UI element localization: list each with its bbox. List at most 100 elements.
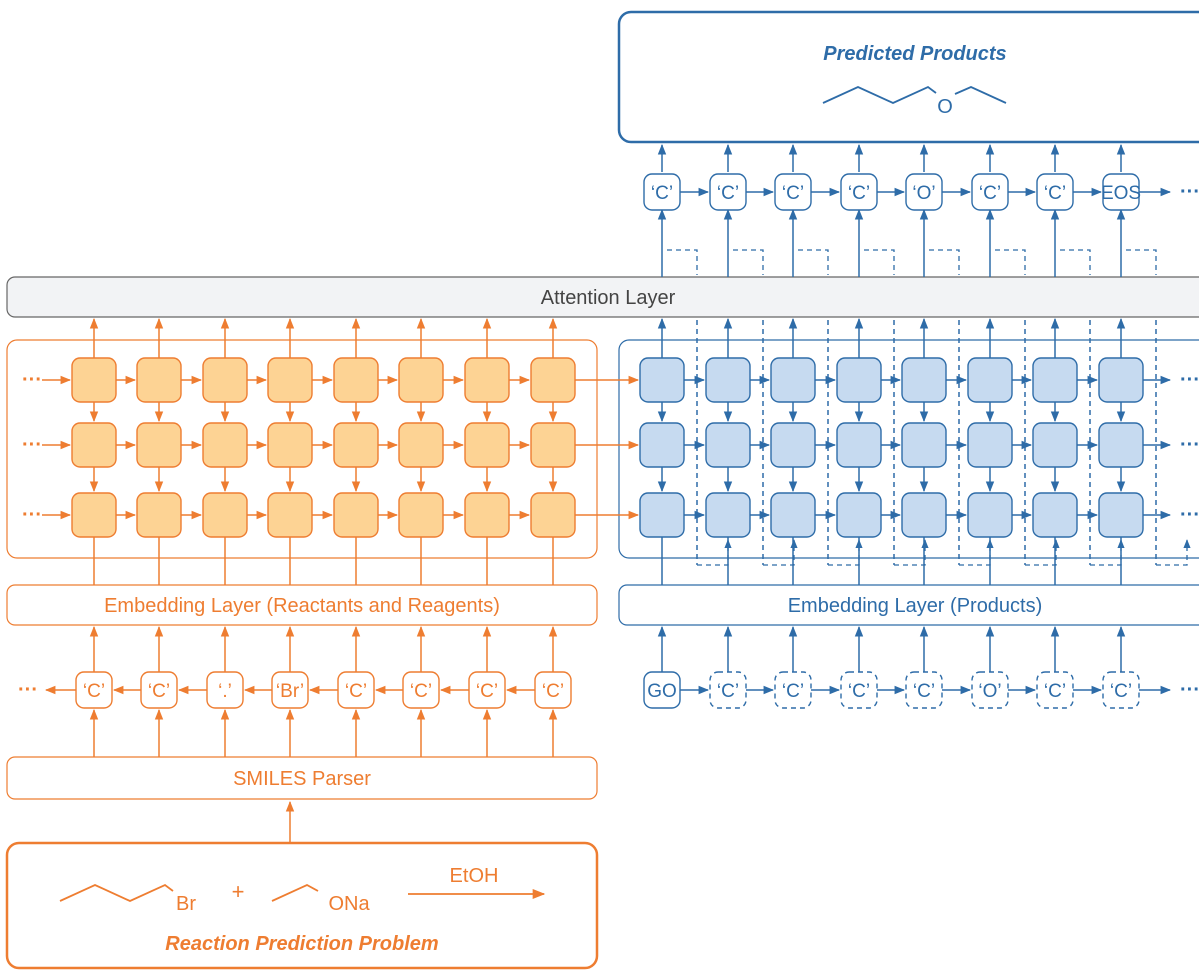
decoder-output-token: ‘O’ bbox=[905, 173, 943, 211]
decoder: Embedding Layer (Products) bbox=[618, 339, 1199, 626]
encoder-token: ‘C’ bbox=[75, 671, 113, 709]
encoder-token: ‘C’ bbox=[468, 671, 506, 709]
decoder-input-token: GO bbox=[643, 671, 681, 709]
decoder-input-token: ‘C’ bbox=[774, 671, 812, 709]
decoder-row-ellipsis: ··· bbox=[1180, 369, 1199, 391]
reaction-problem-title: Reaction Prediction Problem bbox=[165, 933, 438, 955]
smiles-parser: SMILES Parser bbox=[6, 756, 598, 800]
encoder-lstm-cell bbox=[202, 357, 248, 403]
encoder-lstm-cell bbox=[333, 492, 379, 538]
encoder-lstm-cell bbox=[71, 422, 117, 468]
decoder-lstm-cell bbox=[1098, 422, 1144, 468]
decoder-input-token: ‘O’ bbox=[971, 671, 1009, 709]
decoder-lstm-cell bbox=[967, 422, 1013, 468]
encoder-row-ellipsis: ··· bbox=[22, 434, 42, 456]
decoder-input-token-label: ‘C’ bbox=[1110, 681, 1132, 702]
decoder-lstm-cell bbox=[1098, 492, 1144, 538]
encoder-lstm-cell bbox=[71, 357, 117, 403]
decoder-output-token: ‘C’ bbox=[971, 173, 1009, 211]
attention-feed-dashed bbox=[995, 249, 1026, 275]
decoder-input-token: ‘C’ bbox=[709, 671, 747, 709]
decoder-output-token: ‘C’ bbox=[774, 173, 812, 211]
decoder-output-token-label: ‘C’ bbox=[1044, 183, 1066, 204]
decoder-lstm-cell bbox=[901, 422, 947, 468]
decoder-output-ellipsis: ··· bbox=[1180, 181, 1199, 203]
attention-feed-dashed bbox=[733, 249, 764, 275]
attention-feed-dashed bbox=[864, 249, 895, 275]
decoder-lstm-cell bbox=[836, 492, 882, 538]
decoder-output-token: ‘C’ bbox=[709, 173, 747, 211]
encoder-lstm-cell bbox=[530, 357, 576, 403]
encoder-embedding-label: Embedding Layer (Reactants and Reagents) bbox=[104, 595, 500, 617]
decoder-output-token-label: ‘C’ bbox=[848, 183, 870, 204]
decoder-output-token-label: ‘C’ bbox=[979, 183, 1001, 204]
encoder-token-ellipsis: ··· bbox=[18, 679, 38, 701]
decoder-output-token-label: EOS bbox=[1101, 183, 1141, 204]
decoder-output-token-label: ‘C’ bbox=[782, 183, 804, 204]
encoder-lstm-cell bbox=[530, 492, 576, 538]
encoder-lstm-frame bbox=[6, 339, 598, 559]
reactant2-chain bbox=[271, 883, 319, 902]
decoder-lstm-cell bbox=[639, 492, 685, 538]
reaction-problem-box: Br + ONa EtOH Reaction Prediction Proble… bbox=[5, 841, 599, 970]
reactant1-bromine-label: Br bbox=[176, 893, 196, 915]
decoder-output-token-label: ‘O’ bbox=[912, 183, 935, 204]
decoder-lstm-cell bbox=[1098, 357, 1144, 403]
encoder-token: ‘Br’ bbox=[271, 671, 309, 709]
encoder-lstm-cell bbox=[202, 422, 248, 468]
decoder-input-token-label: ‘C’ bbox=[848, 681, 870, 702]
reactant1-chain bbox=[59, 883, 174, 902]
encoder-lstm-cell bbox=[333, 357, 379, 403]
decoder-lstm-frame bbox=[618, 339, 1199, 559]
decoder-lstm-cell bbox=[770, 422, 816, 468]
attention-feed-dashed bbox=[959, 539, 994, 566]
decoder-input-token: ‘C’ bbox=[1036, 671, 1074, 709]
product-molecule: O bbox=[822, 85, 1007, 118]
encoder-token-label: ‘C’ bbox=[410, 681, 432, 702]
predicted-products-box: Predicted Products O bbox=[617, 10, 1199, 144]
decoder-lstm-cell bbox=[901, 357, 947, 403]
decoder-input-token-label: ‘O’ bbox=[978, 681, 1001, 702]
decoder-input-token-label: ‘C’ bbox=[1044, 681, 1066, 702]
reagent-label: EtOH bbox=[450, 865, 499, 887]
decoder-output-token-label: ‘C’ bbox=[717, 183, 739, 204]
decoder-lstm-cell bbox=[705, 422, 751, 468]
attention-feed-dashed bbox=[1126, 249, 1157, 275]
encoder-lstm-cell bbox=[398, 422, 444, 468]
decoder-lstm-cell bbox=[770, 357, 816, 403]
encoder-token: ‘C’ bbox=[534, 671, 572, 709]
decoder-lstm-cell bbox=[967, 492, 1013, 538]
decoder-output-token: ‘C’ bbox=[1036, 173, 1074, 211]
decoder-lstm-cell bbox=[901, 492, 947, 538]
decoder-input-token-label: ‘C’ bbox=[913, 681, 935, 702]
decoder-input-token-label: ‘C’ bbox=[717, 681, 739, 702]
encoder-embedding-layer: Embedding Layer (Reactants and Reagents) bbox=[6, 584, 598, 626]
encoder-token: ‘C’ bbox=[140, 671, 178, 709]
decoder-row-ellipsis: ··· bbox=[1180, 434, 1199, 456]
decoder-lstm-cell bbox=[836, 357, 882, 403]
decoder-input-ellipsis: ··· bbox=[1180, 679, 1199, 701]
encoder-token: ‘C’ bbox=[402, 671, 440, 709]
decoder-lstm-cell bbox=[639, 422, 685, 468]
decoder-output-token: EOS bbox=[1101, 173, 1141, 211]
predicted-products-title: Predicted Products bbox=[823, 43, 1006, 65]
decoder-lstm-cell bbox=[770, 492, 816, 538]
encoder-token-label: ‘C’ bbox=[345, 681, 367, 702]
encoder-lstm-cell bbox=[333, 422, 379, 468]
product-oxygen-label: O bbox=[937, 96, 953, 118]
reactant2-ona-label: ONa bbox=[328, 893, 370, 915]
encoder-lstm-cell bbox=[267, 492, 313, 538]
attention-feed-dashed bbox=[763, 539, 798, 566]
encoder-lstm-cell bbox=[464, 357, 510, 403]
decoder-input-token: ‘C’ bbox=[1102, 671, 1140, 709]
attention-feed-dashed bbox=[697, 539, 732, 566]
encoder-lstm-cell bbox=[267, 422, 313, 468]
decoder-lstm-cell bbox=[1032, 492, 1078, 538]
attention-feed-dashed bbox=[828, 539, 863, 566]
decoder-input-token-label: ‘C’ bbox=[782, 681, 804, 702]
attention-feed-dashed bbox=[894, 539, 929, 566]
encoder-lstm-cell bbox=[136, 492, 182, 538]
encoder-lstm-cell bbox=[464, 492, 510, 538]
decoder-input-token: ‘C’ bbox=[840, 671, 878, 709]
